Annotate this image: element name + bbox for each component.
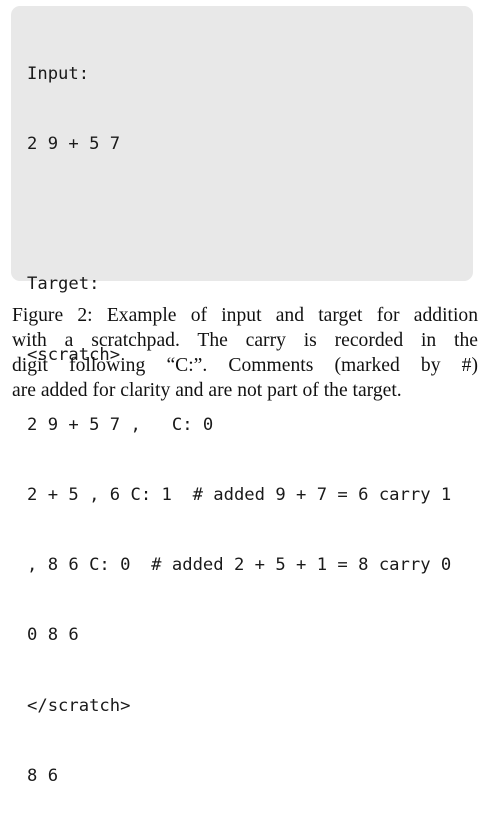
code-line-step-0: 2 9 + 5 7 , C: 0: [27, 414, 214, 435]
code-line-target-label: Target:: [27, 274, 100, 295]
figure-caption: Figure 2: Example of input and target fo…: [12, 303, 478, 403]
caption-line: are added for clarity and are not part o…: [12, 380, 402, 401]
code-line-scratch-close: </scratch>: [27, 695, 131, 716]
caption-line: digit following “C:”. Comments (marked b…: [12, 355, 478, 376]
code-line-step-1: 2 + 5 , 6 C: 1 # added 9 + 7 = 6 carry 1: [27, 485, 452, 506]
code-line-blank: [27, 203, 451, 226]
code-line-input-label: Input:: [27, 63, 90, 84]
code-line-step-2: , 8 6 C: 0 # added 2 + 5 + 1 = 8 carry 0: [27, 555, 452, 576]
example-code-box: Input: 2 9 + 5 7 Target: <scratch> 2 9 +…: [11, 6, 473, 786]
code-line-step-3: 0 8 6: [27, 625, 79, 646]
caption-line: with a scratchpad. The carry is recorded…: [12, 330, 478, 351]
example-code-text: Input: 2 9 + 5 7 Target: <scratch> 2 9 +…: [27, 16, 451, 830]
code-line-input-value: 2 9 + 5 7: [27, 134, 121, 155]
code-line-answer: 8 6: [27, 765, 59, 786]
caption-line: Figure 2: Example of input and target fo…: [12, 305, 478, 326]
code-line-scratch-open: <scratch>: [27, 344, 121, 365]
